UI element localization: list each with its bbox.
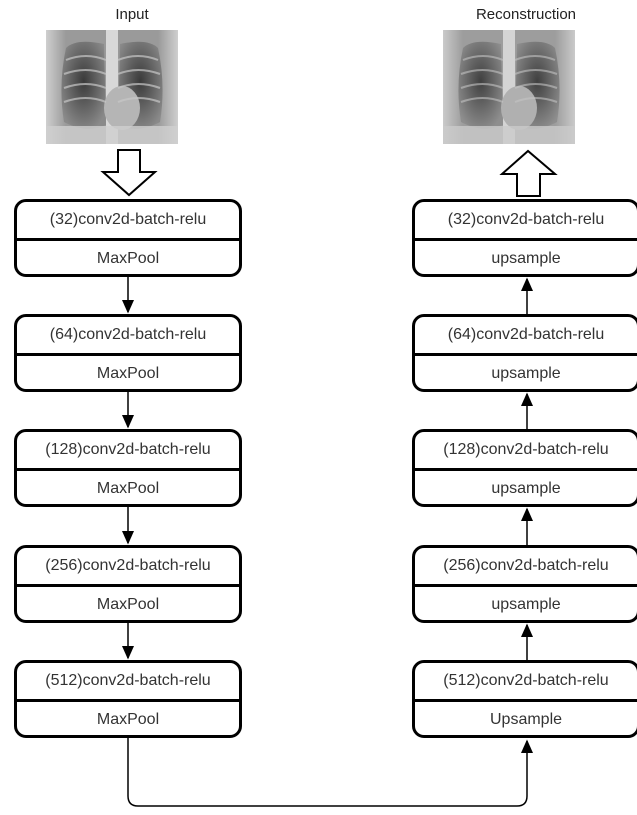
bottleneck-connector (128, 738, 527, 806)
input-hollow-arrow (103, 150, 155, 195)
output-hollow-arrow (502, 151, 555, 196)
